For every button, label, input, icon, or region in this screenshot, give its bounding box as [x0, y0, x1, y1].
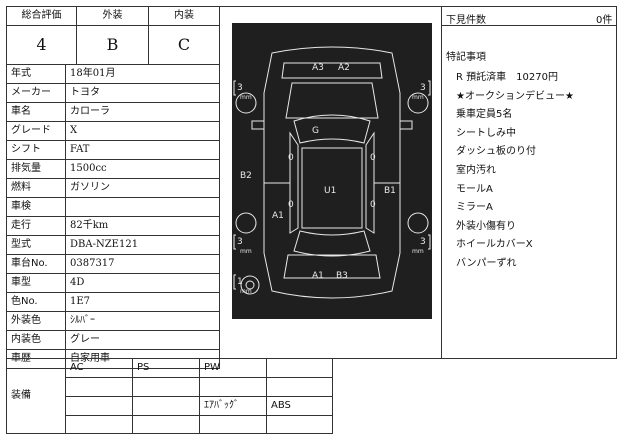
car-outline-svg: A3 A2 G U1 B2 B1 A1 A1 B3 0 0 0 0 3 3 3 …	[233, 46, 431, 299]
equipment-empty-6	[65, 396, 133, 416]
spec-label: 色No.	[6, 292, 66, 312]
remark-line: シートしみ中	[456, 127, 516, 139]
side-code-2: 3	[420, 83, 426, 93]
spec-label: メーカー	[6, 83, 66, 103]
spec-label: 車型	[6, 273, 66, 293]
equipment-empty-9	[132, 415, 200, 434]
spec-value: 18年01月	[65, 64, 220, 84]
unit-5: mm	[240, 288, 252, 295]
exterior-grade-value: B	[76, 25, 149, 65]
spec-value: 1E7	[65, 292, 220, 312]
spec-label: 外装色	[6, 311, 66, 331]
equipment-empty-1	[266, 358, 333, 378]
equipment-empty-10	[199, 415, 267, 434]
unit-1: mm	[240, 94, 252, 101]
equipment-label: 装備	[6, 358, 66, 434]
remark-line: ★オークションデビュー★	[456, 90, 574, 102]
overall-grade-label: 総合評価	[6, 6, 77, 26]
equipment-empty-5	[266, 377, 333, 397]
spec-value: 4D	[65, 273, 220, 293]
spec-label: 型式	[6, 235, 66, 255]
remarks-divider	[441, 25, 617, 26]
equipment-abs: ABS	[266, 396, 333, 416]
mark-zero-1: 0	[288, 153, 294, 163]
spec-label: 燃料	[6, 178, 66, 198]
spec-label: グレード	[6, 121, 66, 141]
spec-value: 0387317	[65, 254, 220, 274]
spec-value: カローラ	[65, 102, 220, 122]
unit-3: mm	[240, 248, 252, 255]
remark-line: 外装小傷有り	[456, 220, 516, 232]
remark-line: ホイールカバーX	[456, 239, 533, 251]
overall-grade-value: 4	[6, 25, 77, 65]
unit-4: mm	[412, 248, 424, 255]
interior-grade-label: 内装	[148, 6, 220, 26]
remark-line: 乗車定員5名	[456, 109, 513, 121]
mark-g: G	[312, 126, 319, 136]
car-damage-diagram: A3 A2 G U1 B2 B1 A1 A1 B3 0 0 0 0 3 3 3 …	[232, 23, 432, 319]
mark-a1-side: A1	[272, 211, 284, 221]
equipment-empty-2	[65, 377, 133, 397]
spec-value: ガソリン	[65, 178, 220, 198]
remark-line: モールA	[456, 183, 493, 195]
equipment-empty-3	[132, 377, 200, 397]
equipment-empty-8	[65, 415, 133, 434]
mark-zero-3: 0	[288, 200, 294, 210]
mark-a1-rear: A1	[312, 271, 324, 281]
side-code-4: 3	[420, 237, 426, 247]
spec-label: 車名	[6, 102, 66, 122]
mark-zero-2: 0	[370, 153, 376, 163]
remark-line: 室内汚れ	[456, 165, 496, 176]
spec-value: DBA-NZE121	[65, 235, 220, 255]
interior-grade-value: C	[148, 25, 220, 65]
spec-label: 内装色	[6, 330, 66, 350]
equipment-ac: AC	[65, 358, 133, 378]
remark-line: ダッシュ板のり付	[456, 146, 536, 158]
equipment-empty-4	[199, 377, 267, 397]
exterior-grade-label: 外装	[76, 6, 149, 26]
unit-2: mm	[412, 94, 424, 101]
side-code-3: 3	[237, 237, 243, 247]
mark-zero-4: 0	[370, 200, 376, 210]
mark-a3: A3	[312, 63, 324, 73]
spec-label: 年式	[6, 64, 66, 84]
equipment-airbag: ｴｱﾊﾞｯｸﾞ	[199, 396, 267, 416]
remarks-title: 特記事項	[446, 52, 486, 63]
side-code-1: 3	[237, 83, 243, 93]
remark-line: ミラーA	[456, 202, 493, 214]
remarks-frame	[441, 6, 617, 359]
spec-value: 82千km	[65, 216, 220, 236]
side-code-5: 1	[237, 277, 243, 287]
spec-label: 排気量	[6, 159, 66, 179]
spec-value: ｼﾙﾊﾞｰ	[65, 311, 220, 331]
spec-label: 走行	[6, 216, 66, 236]
unseen-count-value: 0件	[596, 15, 613, 26]
mark-b2: B2	[240, 171, 252, 181]
unseen-count-label: 下見件数	[446, 15, 486, 26]
spec-value: トヨタ	[65, 83, 220, 103]
equipment-pw: PW	[199, 358, 267, 378]
equipment-empty-11	[266, 415, 333, 434]
remark-line: R 預託済車 10270円	[456, 72, 558, 83]
remark-line: バンパーずれ	[456, 258, 517, 269]
spec-label: シフト	[6, 140, 66, 160]
mark-a2: A2	[338, 63, 350, 73]
mark-b3: B3	[336, 271, 348, 281]
spec-value: X	[65, 121, 220, 141]
mark-u1: U1	[324, 186, 336, 196]
spec-value	[65, 197, 220, 217]
spec-value: グレー	[65, 330, 220, 350]
spec-label: 車検	[6, 197, 66, 217]
spec-value: 1500cc	[65, 159, 220, 179]
equipment-ps: PS	[132, 358, 200, 378]
spec-label: 車台No.	[6, 254, 66, 274]
spec-value: FAT	[65, 140, 220, 160]
equipment-empty-7	[132, 396, 200, 416]
mark-b1: B1	[384, 186, 396, 196]
